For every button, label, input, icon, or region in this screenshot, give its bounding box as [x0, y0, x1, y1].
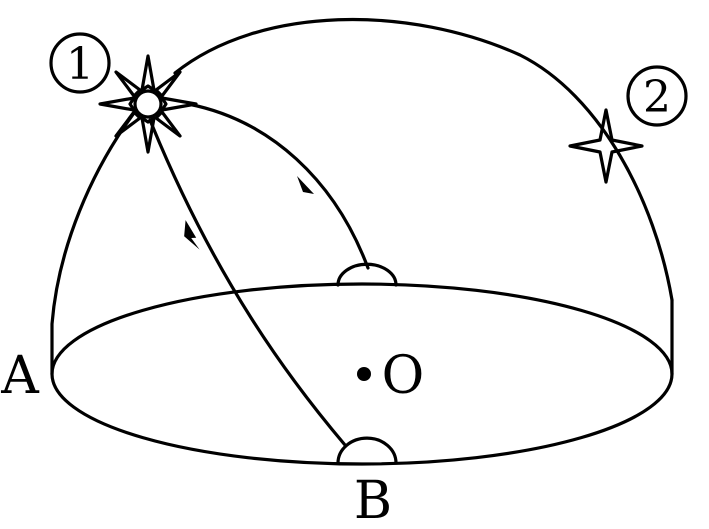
setting-arrow-icon — [297, 176, 314, 194]
center-o-label: O — [382, 346, 425, 406]
point-b-label: B — [354, 471, 392, 529]
star-1-icon — [98, 54, 198, 154]
label-2-circle — [626, 65, 688, 127]
south-semicircle-marker — [336, 436, 398, 465]
sun-rising-path — [148, 118, 347, 447]
dome-arc — [173, 17, 674, 302]
north-semicircle-marker — [336, 262, 398, 287]
sun-setting-path — [186, 102, 370, 270]
label-1-text: 1 — [66, 39, 94, 90]
star-2-icon — [568, 108, 644, 184]
rising-arrow-icon — [184, 220, 200, 250]
label-1-circle — [49, 32, 111, 94]
point-a-label: A — [0, 346, 40, 406]
center-point-dot — [357, 367, 371, 381]
dome-left-side — [50, 103, 142, 376]
label-2-text: 2 — [643, 72, 671, 123]
